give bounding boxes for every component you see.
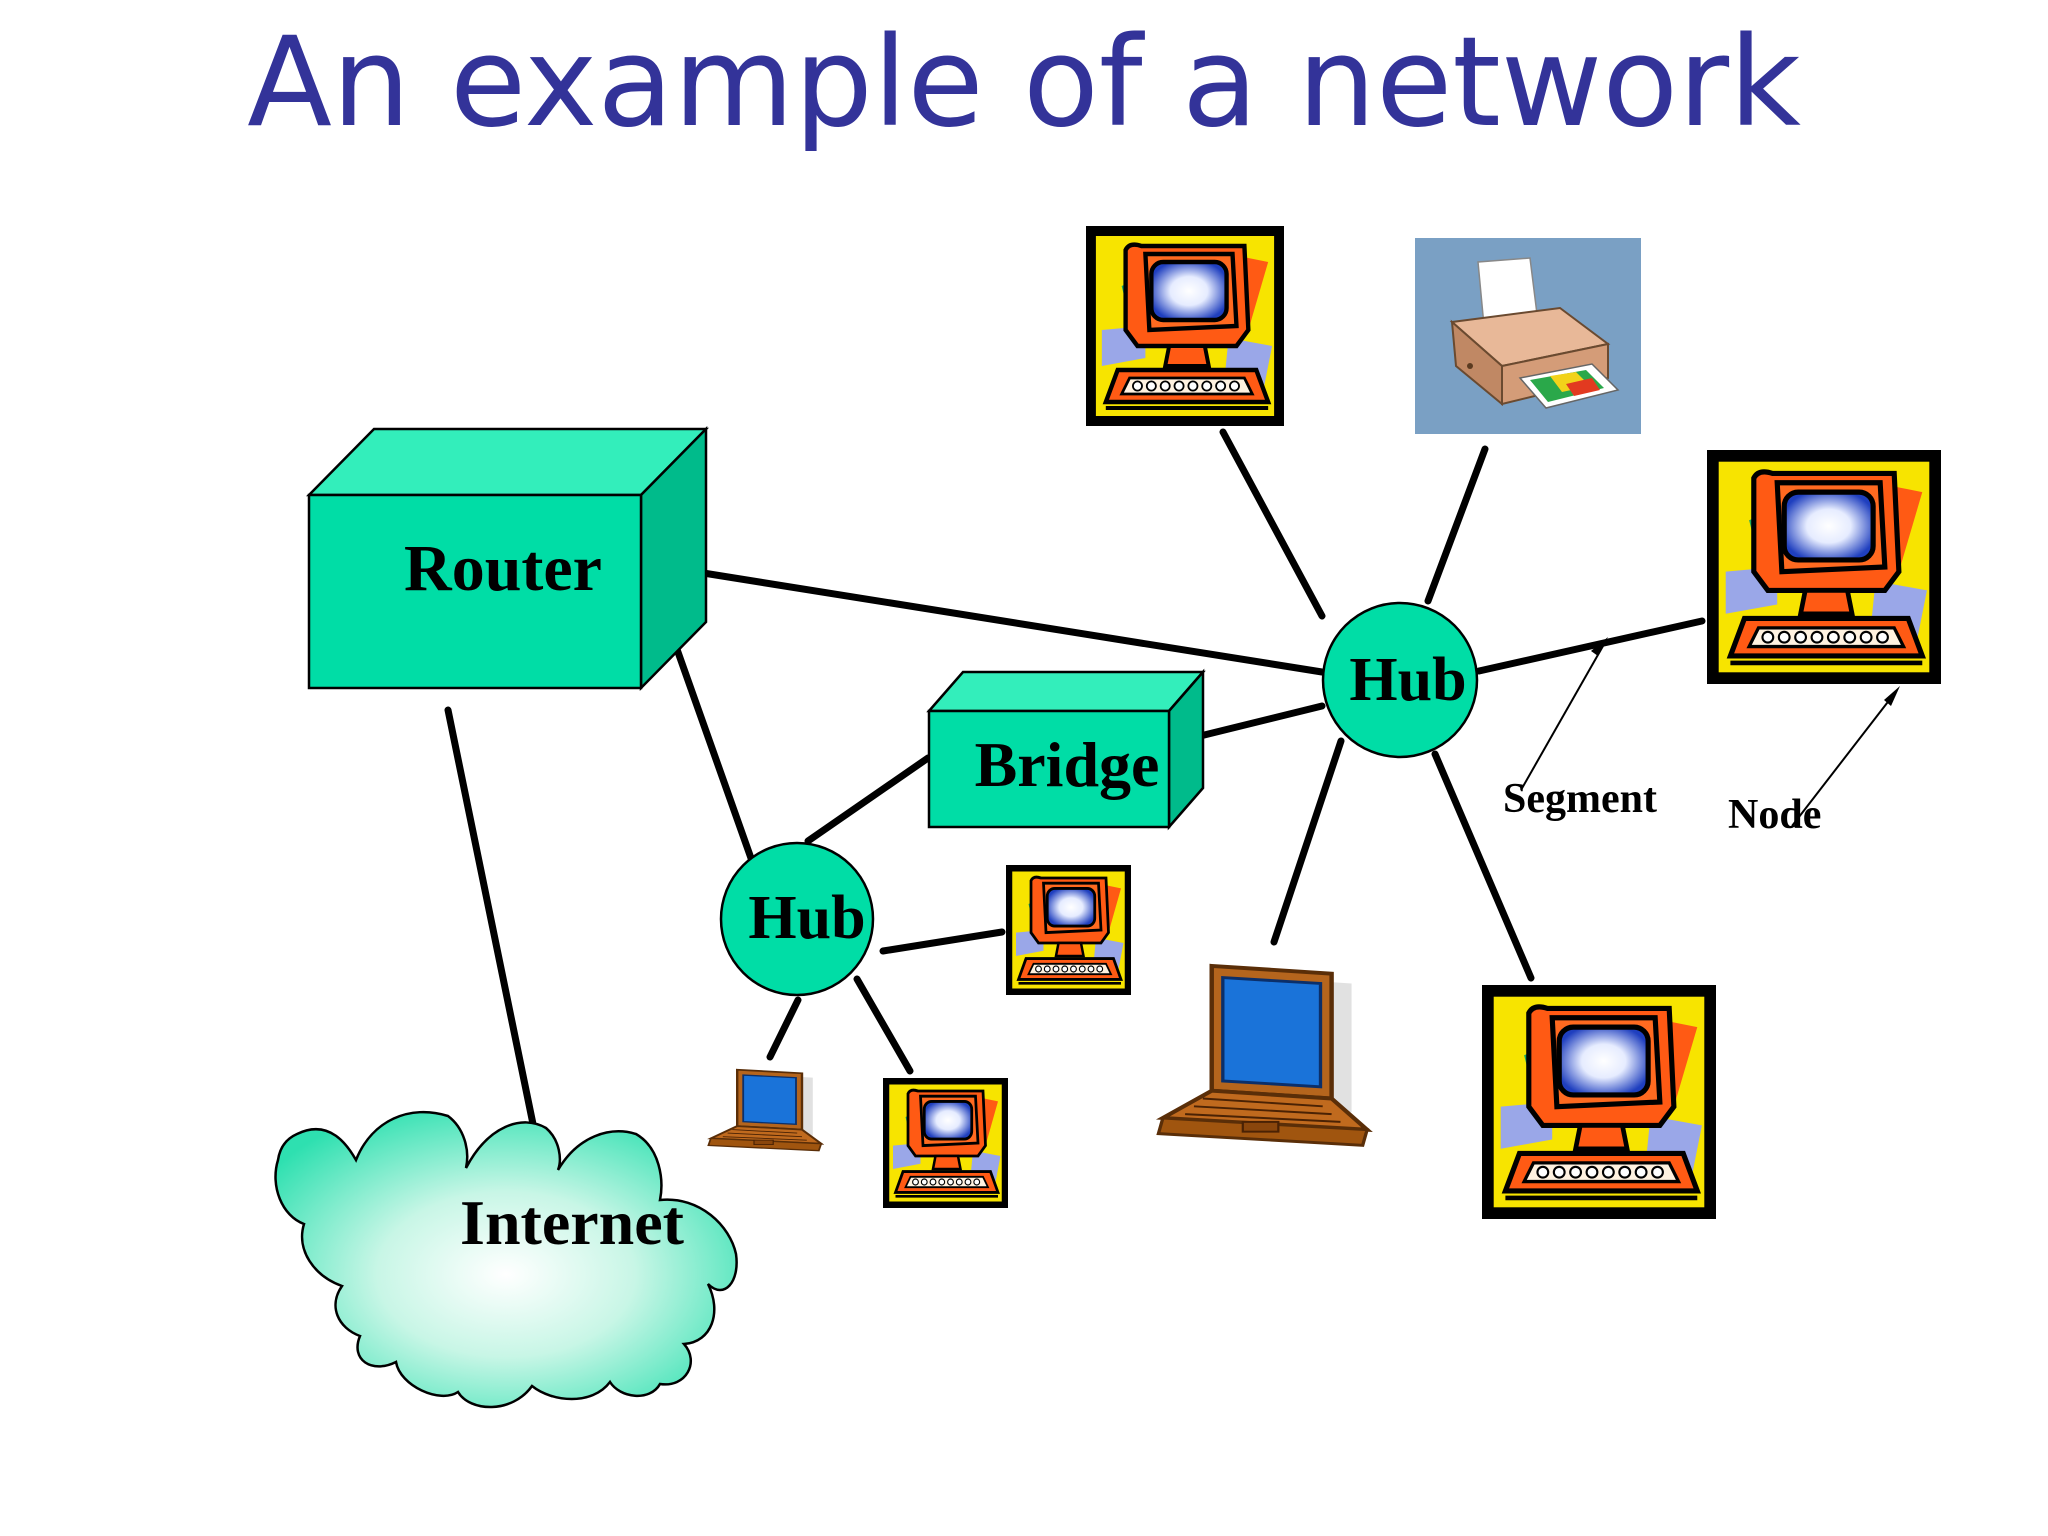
- node-annotation: Node: [1728, 686, 1900, 838]
- bridge-label: Bridge: [975, 729, 1160, 800]
- router-label: Router: [404, 532, 602, 605]
- node-label: Node: [1728, 792, 1821, 838]
- link-hub-small-desktop-bottom: [853, 975, 914, 1075]
- link-hub-printer: [1424, 445, 1489, 605]
- desktop-computer-icon: [1004, 863, 1133, 997]
- desktop-computer-icon: [1086, 226, 1284, 426]
- link-hub-desktop-top: [1219, 428, 1326, 620]
- hub-small-label: Hub: [748, 884, 865, 952]
- link-bridge-hub-small: [804, 754, 932, 845]
- link-hub-desktop-bottom: [1431, 750, 1535, 982]
- hub-main-label: Hub: [1349, 646, 1466, 714]
- laptop-icon: [1158, 966, 1367, 1145]
- link-router-hub: [668, 564, 1326, 676]
- link-hub-desktop-right: [1475, 617, 1706, 675]
- link-bridge-hub: [1184, 702, 1326, 743]
- link-hub-small-desktop: [879, 928, 1006, 955]
- internet-cloud: Internet: [274, 1110, 738, 1409]
- segment-label: Segment: [1503, 776, 1657, 822]
- link-router-hub-small: [669, 634, 756, 865]
- internet-label: Internet: [460, 1187, 685, 1258]
- link-hub-small-laptop: [766, 996, 802, 1061]
- hub-main: Hub: [1321, 601, 1479, 759]
- slide-title: An example of a network: [247, 11, 1801, 155]
- segment-annotation: Segment: [1503, 637, 1657, 822]
- bridge-box: Bridge: [926, 668, 1206, 831]
- links: [444, 428, 1706, 1128]
- desktop-computer-icon: [881, 1076, 1010, 1210]
- link-hub-laptop: [1270, 737, 1345, 946]
- desktop-computer-icon: [1707, 450, 1941, 684]
- printer-icon: [1415, 238, 1641, 434]
- hub-small: Hub: [719, 841, 875, 997]
- link-router-internet: [444, 706, 537, 1128]
- router-box: Router: [306, 425, 709, 692]
- desktop-computer-icon: [1482, 985, 1716, 1219]
- laptop-icon: [707, 1068, 823, 1152]
